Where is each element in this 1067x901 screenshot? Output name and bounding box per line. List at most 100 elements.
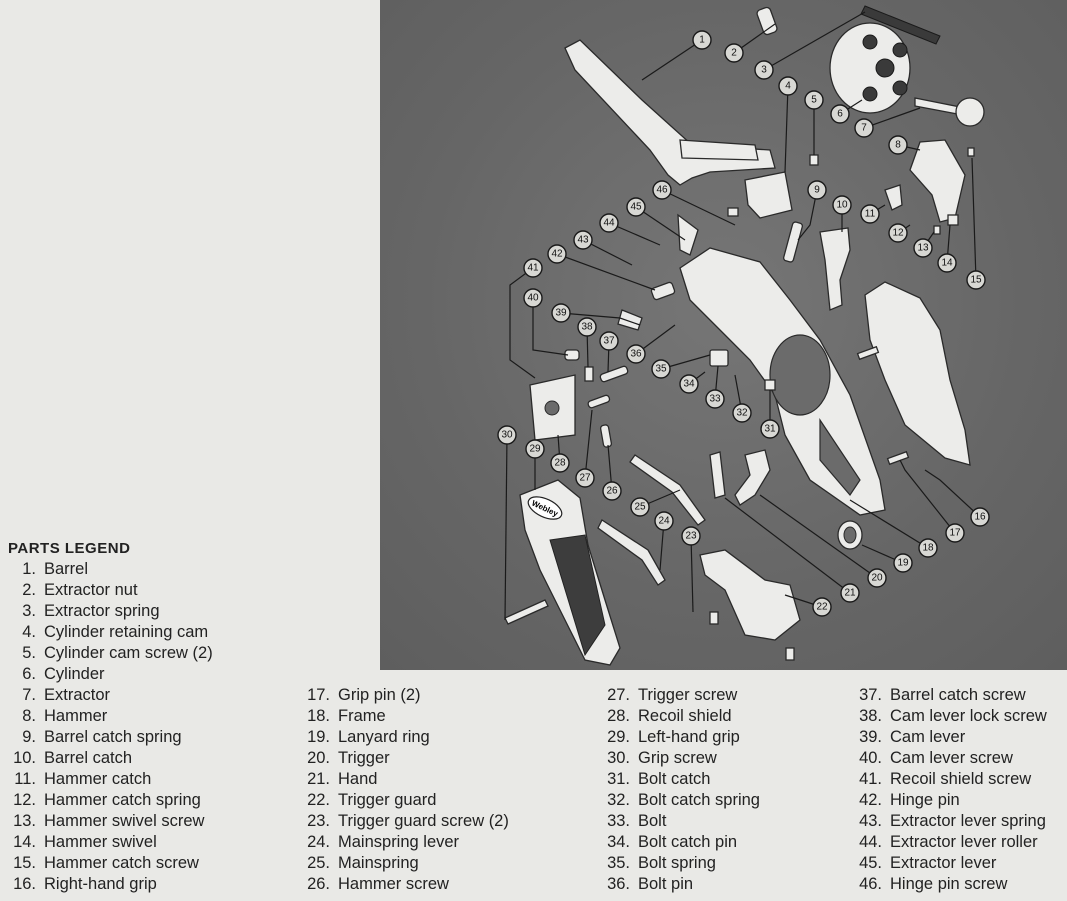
- callout-15: 15: [966, 270, 986, 290]
- callout-label: 38: [581, 322, 593, 333]
- legend-item-name: Cylinder cam screw (2): [44, 644, 213, 662]
- callout-circle: [681, 526, 701, 546]
- callout-18: 18: [918, 538, 938, 558]
- callout-2: 2: [724, 43, 744, 63]
- legend-item-number: 36.: [607, 875, 630, 893]
- callout-circle: [550, 453, 570, 473]
- barrel-lug-part: [679, 139, 759, 161]
- legend-item-number: 32.: [607, 791, 630, 809]
- callout-circle: [602, 481, 622, 501]
- extractor-star-part: [955, 97, 985, 127]
- callout-label: 7: [861, 123, 867, 134]
- callout-circle: [830, 104, 850, 124]
- callout-8: 8: [888, 135, 908, 155]
- callout-circle: [523, 288, 543, 308]
- callout-label: 1: [699, 35, 705, 46]
- callout-26: 26: [602, 481, 622, 501]
- legend-item-number: 46.: [859, 875, 882, 893]
- callout-46: 46: [652, 180, 672, 200]
- hammer-screw-part: [599, 424, 613, 448]
- callout-circle: [497, 425, 517, 445]
- callout-label: 42: [551, 249, 563, 260]
- callout-circle: [599, 331, 619, 351]
- legend-item-number: 11.: [14, 770, 36, 788]
- legend-item-number: 28.: [607, 707, 630, 725]
- legend-item-number: 24.: [307, 833, 330, 851]
- legend-item-name: Cam lever screw: [890, 749, 1013, 767]
- callout-4: 4: [778, 76, 798, 96]
- legend-item: 46.Hinge pin screw: [852, 874, 1047, 895]
- legend-item-name: Cylinder retaining cam: [44, 623, 209, 641]
- legend-item: 36.Bolt pin: [600, 874, 760, 895]
- legend-item: 15. Hammer catch screw: [0, 853, 204, 874]
- legend-item-number: 41.: [859, 770, 882, 788]
- legend-item-name: Extractor nut: [44, 581, 138, 599]
- legend-item-name: Cam lever: [890, 728, 966, 746]
- legend-item: 35.Bolt spring: [600, 853, 760, 874]
- legend-item: 42.Hinge pin: [852, 790, 1047, 811]
- legend-item-name: Bolt: [638, 812, 667, 830]
- callout-33: 33: [705, 389, 725, 409]
- callout-label: 5: [811, 95, 817, 106]
- legend-item: 26.Hammer screw: [300, 874, 509, 895]
- callout-12: 12: [888, 223, 908, 243]
- legend-item-number: 26.: [307, 875, 330, 893]
- callout-label: 39: [555, 308, 567, 319]
- legend-item-name: Hinge pin: [890, 791, 960, 809]
- legend-item-number: 3.: [22, 602, 36, 620]
- callout-25: 25: [630, 497, 650, 517]
- legend-item-number: 43.: [859, 812, 882, 830]
- legend-item: 41.Recoil shield screw: [852, 769, 1047, 790]
- legend-item: 2.Extractor nut: [0, 580, 213, 601]
- legend-item-name: Extractor lever spring: [890, 812, 1046, 830]
- legend-item-number: 15.: [13, 854, 36, 872]
- callout-39: 39: [551, 303, 571, 323]
- callout-label: 35: [655, 364, 667, 375]
- grip-pin-part-2: [886, 450, 910, 466]
- callout-label: 2: [731, 48, 737, 59]
- legend-item: 30.Grip screw: [600, 748, 760, 769]
- legend-item-number: 18.: [307, 707, 330, 725]
- cylinder-cam-screw-part-2: [727, 207, 739, 217]
- callout-label: 23: [685, 531, 697, 542]
- legend-item-number: 10.: [13, 749, 36, 767]
- legend-item-number: 37.: [859, 686, 882, 704]
- callout-circle: [804, 90, 824, 110]
- grip-pin-part: [856, 345, 880, 361]
- callout-label: 14: [941, 258, 953, 269]
- callout-23: 23: [681, 526, 701, 546]
- callout-label: 36: [630, 349, 642, 360]
- legend-item-name: Cam lever lock screw: [890, 707, 1047, 725]
- legend-item: 25.Mainspring: [300, 853, 509, 874]
- callout-1: 1: [692, 30, 712, 50]
- callout-circle: [812, 597, 832, 617]
- right-hand-grip-part: [864, 281, 971, 466]
- legend-item-number: 45.: [859, 854, 882, 872]
- callout-label: 40: [527, 293, 539, 304]
- callout-label: 21: [844, 588, 856, 599]
- mainspring-lever-part: [597, 519, 666, 586]
- callout-label: 16: [974, 512, 986, 523]
- parts-legend-title: PARTS LEGEND: [8, 540, 131, 557]
- callout-31: 31: [760, 419, 780, 439]
- callout-circle: [652, 180, 672, 200]
- legend-item: 17.Grip pin (2): [300, 685, 509, 706]
- barrel-catch-spring-part: [783, 221, 803, 263]
- legend-item-number: 9.: [22, 728, 36, 746]
- callout-circle: [547, 244, 567, 264]
- mainspring-part: [629, 454, 706, 526]
- hinge-pin-part: [650, 281, 676, 301]
- legend-item-name: Hammer swivel: [44, 833, 157, 851]
- callout-label: 20: [871, 573, 883, 584]
- callout-label: 13: [917, 243, 929, 254]
- legend-item-name: Frame: [338, 707, 386, 725]
- callout-29: 29: [525, 439, 545, 459]
- legend-item-name: Barrel catch screw: [890, 686, 1026, 704]
- callout-24: 24: [654, 511, 674, 531]
- trigger-screw-part: [587, 394, 611, 409]
- legend-item-name: Hammer catch screw: [44, 854, 199, 872]
- legend-item: 19.Lanyard ring: [300, 727, 509, 748]
- legend-item: 8.Hammer: [0, 706, 204, 727]
- legend-item: 23.Trigger guard screw (2): [300, 811, 509, 832]
- legend-item-number: 29.: [607, 728, 630, 746]
